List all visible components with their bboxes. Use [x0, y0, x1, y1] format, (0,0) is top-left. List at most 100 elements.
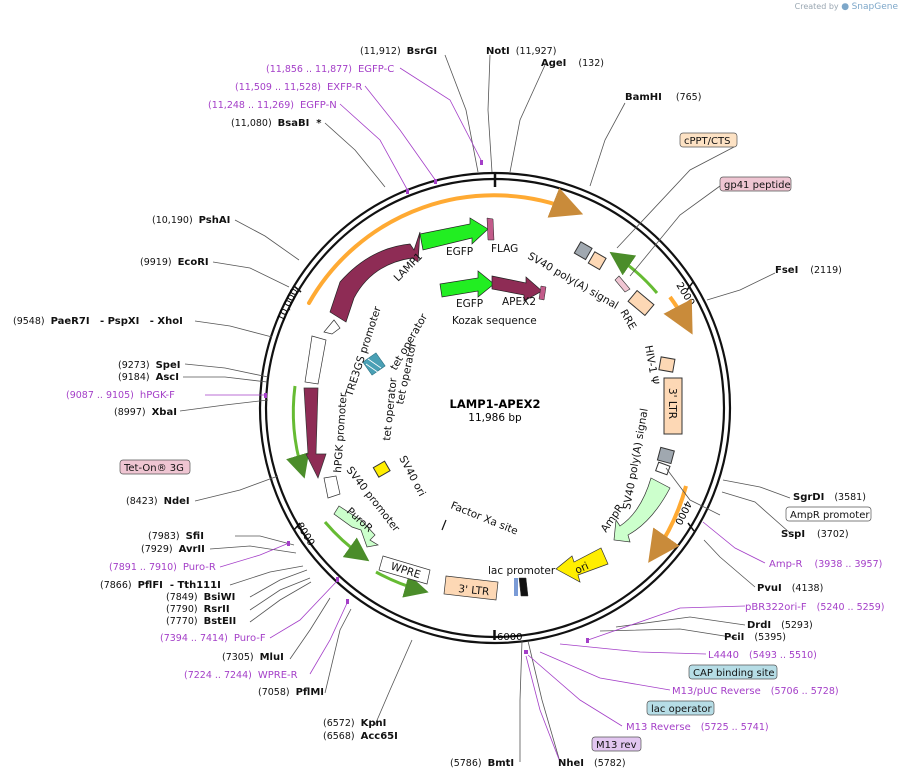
green-arc-rre	[609, 251, 659, 294]
svg-text:cPPT/CTS: cPPT/CTS	[684, 136, 730, 147]
3ltr-box-bottom[interactable]	[443, 575, 499, 601]
egfp-arrow-outer[interactable]	[419, 217, 489, 251]
feature-label-rre: RRE	[617, 308, 638, 332]
site-bsrgi: (11,912)BsrGI	[360, 46, 437, 57]
label-ampr-promoter[interactable]: AmpR promoter	[785, 506, 872, 522]
label-m13-rev[interactable]: M13 rev	[591, 736, 642, 752]
sv40-ori-box[interactable]	[372, 460, 391, 478]
feature-label-apex2: APEX2	[502, 296, 536, 308]
gp41-shape[interactable]	[614, 275, 631, 293]
egfp-arrow-inner[interactable]	[439, 270, 495, 298]
primer-egfp-c: (11,856 .. 11,877)EGFP-C	[266, 64, 394, 75]
cppt-box[interactable]	[587, 251, 607, 271]
sv40-promoter-box[interactable]	[323, 475, 341, 499]
site-sfii: (7983)SfiI	[148, 531, 204, 542]
puror-arrow[interactable]	[333, 505, 379, 548]
tick-label-10000: 10,000	[276, 287, 301, 323]
site-noti: NotI(11,927)	[486, 46, 556, 57]
primer-m13-puc-reverse: M13/pUC Reverse(5706 .. 5728)	[672, 686, 839, 697]
label-tet-on-3g[interactable]: Tet-On® 3G	[119, 459, 191, 475]
flag-box[interactable]	[486, 217, 495, 241]
primer-pbr322ori-f: pBR322ori-F(5240 .. 5259)	[745, 602, 884, 613]
label-cppt-cts[interactable]: cPPT/CTS	[679, 132, 738, 148]
label-lac-operator[interactable]: lac operator	[646, 700, 715, 716]
sv40-polya-box-right[interactable]	[656, 446, 675, 465]
site-acc65i: (6568)Acc65I	[323, 731, 398, 742]
site-bsiwi: (7849)BsiWI	[166, 592, 235, 603]
label-cap-binding-site[interactable]: CAP binding site	[688, 664, 778, 680]
tick-8000	[293, 522, 301, 531]
site-leader-lines	[179, 54, 791, 763]
feature-label-factor-xa: Factor Xa site	[449, 500, 520, 538]
snapgene-logo-icon: ●	[841, 2, 850, 12]
feature-label-flag: FLAG	[491, 243, 518, 255]
cap-block	[514, 578, 518, 596]
tet-on-3g-arrow[interactable]	[303, 387, 327, 479]
feature-label-3ltr-right: 3' LTR	[666, 388, 678, 419]
tick-4000	[687, 522, 695, 532]
site-bsteii: (7770)BstEII	[166, 616, 236, 627]
site-rsrii: (7790)RsrII	[166, 604, 230, 615]
rre-box[interactable]	[627, 289, 655, 317]
feature-label-wpre: WPRE	[389, 560, 422, 581]
feature-label-kozak: Kozak sequence	[452, 315, 537, 327]
tre3gs-promoter-box[interactable]	[323, 319, 341, 335]
snapgene-credit: Created by ● SnapGene	[795, 2, 898, 12]
ori-arrow[interactable]	[555, 547, 609, 583]
site-mlui: (7305)MluI	[222, 652, 284, 663]
3ltr-box-right[interactable]	[663, 377, 683, 435]
kozak-box[interactable]	[538, 285, 547, 301]
credit-text: Created by	[794, 2, 839, 11]
site-sspi: SspI(3702)	[781, 529, 849, 540]
sv40-polya-box-top[interactable]	[573, 241, 593, 261]
site-drdi: DrdI(5293)	[747, 620, 813, 631]
site-xbai: (8997)XbaI	[114, 407, 177, 418]
site-pcii: PciI(5395)	[724, 632, 786, 643]
svg-text:gp41 peptide: gp41 peptide	[724, 180, 791, 191]
feature-label-tre3gs-promoter: TRE3GS promoter	[343, 304, 384, 399]
svg-text:Tet-On® 3G: Tet-On® 3G	[123, 463, 184, 474]
site-kpni: (6572)KpnI	[323, 718, 386, 729]
plasmid-name: LAMP1-APEX2	[450, 397, 541, 411]
primer-wpre-r: (7224 .. 7244)WPRE-R	[184, 670, 298, 681]
svg-text:AmpR promoter: AmpR promoter	[790, 510, 870, 521]
primer-puro-r: (7891 .. 7910)Puro-R	[109, 562, 216, 573]
tick-label-6000: 6000	[497, 632, 522, 643]
site-asci: (9184)AscI	[118, 372, 179, 383]
wpre-box[interactable]	[378, 555, 431, 585]
hpgk-promoter-box[interactable]	[304, 335, 327, 385]
feature-label-egfp-inner: EGFP	[456, 298, 483, 310]
ampr-promoter-box[interactable]	[655, 461, 671, 476]
site-paer7i: (9548)PaeR7I - PspXI - XhoI	[13, 316, 183, 327]
tick-10000	[293, 285, 302, 293]
feature-label-tet-operator-3: tet operator	[381, 377, 400, 442]
site-ecori: (9919)EcoRI	[140, 257, 209, 268]
site-labels: (11,912)BsrGI NotI(11,927) AgeI(132) Bam…	[13, 46, 866, 769]
ampr-arrow[interactable]	[613, 477, 671, 543]
site-nhei: NheI(5782)	[558, 758, 626, 769]
feature-label-egfp-outer: EGFP	[446, 246, 473, 258]
lac-promoter-block[interactable]	[518, 577, 529, 597]
orange-arc-top	[307, 187, 584, 305]
site-avrii: (7929)AvrII	[141, 544, 205, 555]
green-arc-puro	[323, 521, 370, 562]
hiv-psi-box[interactable]	[658, 356, 676, 373]
site-fsei: FseI(2119)	[775, 265, 842, 276]
factor-xa-mark	[441, 519, 447, 531]
site-spei: (9273)SpeI	[118, 360, 180, 371]
tet-operator-blocks[interactable]	[362, 352, 386, 376]
feature-shapes	[303, 217, 683, 640]
apex2-arrow[interactable]	[491, 275, 543, 302]
primer-l4440: L4440(5493 .. 5510)	[708, 650, 817, 661]
site-sgrdi: SgrDI(3581)	[793, 492, 866, 503]
site-bsabi: (11,080)BsaBI *	[231, 118, 322, 129]
feature-label-sv40-polya-top: SV40 poly(A) signal	[526, 250, 621, 312]
label-gp41-peptide[interactable]: gp41 peptide	[719, 176, 792, 192]
primer-labels: (11,856 .. 11,877)EGFP-C (11,509 .. 11,5…	[66, 64, 884, 733]
svg-text:lac operator: lac operator	[651, 704, 712, 715]
site-pflmi: (7058)PflMI	[258, 687, 324, 698]
lamp1-arrow[interactable]	[329, 231, 421, 323]
site-ndei: (8423)NdeI	[126, 496, 190, 507]
feature-label-lac-promoter: lac promoter	[488, 565, 556, 577]
